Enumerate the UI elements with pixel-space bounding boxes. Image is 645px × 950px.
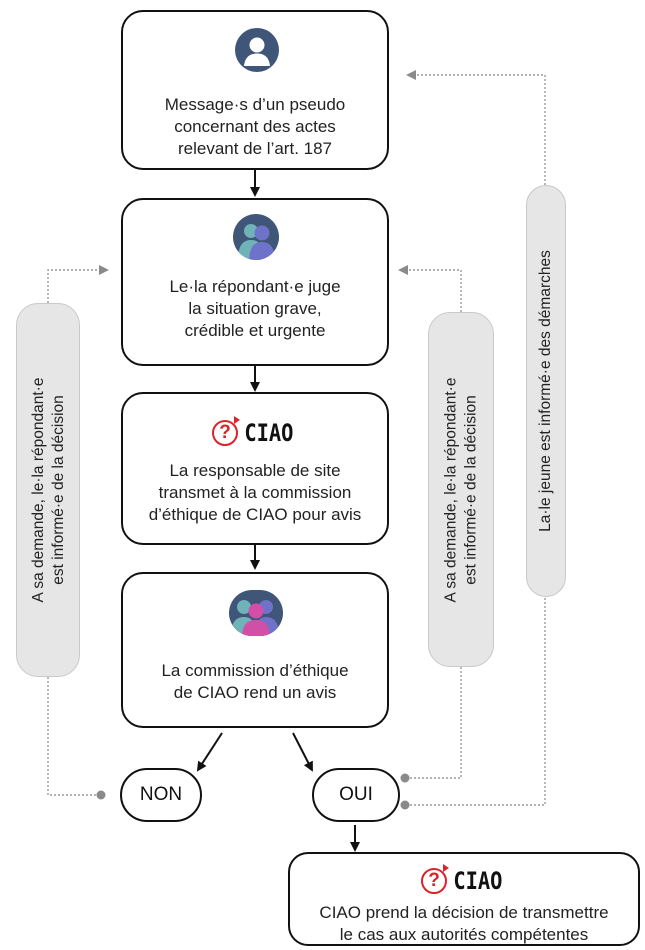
loop-left-lower bbox=[47, 677, 100, 796]
ciao-logo: ? CIAO bbox=[123, 416, 387, 448]
loop-right-lower bbox=[406, 597, 546, 806]
decision-oui: OUI bbox=[312, 768, 400, 822]
repondant-text: Le·la répondant·e juge la situation grav… bbox=[169, 277, 341, 340]
middle-note-pill bbox=[428, 312, 494, 667]
left-note-text: A sa demande, le·la répondant·e est info… bbox=[30, 377, 67, 603]
dot-oui-middle bbox=[400, 773, 410, 783]
question-mark-icon: ? bbox=[421, 864, 450, 894]
loop-middle-upper bbox=[398, 265, 462, 312]
person-avatar-icon bbox=[235, 28, 279, 72]
ciao-logo-final: ? CIAO bbox=[290, 864, 638, 896]
loop-left-upper bbox=[47, 265, 109, 303]
commission-avatar-icon bbox=[229, 590, 283, 636]
decision-non: NON bbox=[120, 768, 202, 822]
dot-non bbox=[96, 790, 106, 800]
message-text: Message·s d’un pseudo concernant des act… bbox=[164, 95, 346, 158]
responsable-text: La responsable de site transmet à la com… bbox=[148, 461, 362, 524]
right-note-text: La·le jeune est informé·e des démarches bbox=[537, 250, 554, 532]
loop-middle-lower bbox=[406, 667, 462, 779]
middle-note-text: A sa demande, le·la répondant·e est info… bbox=[442, 377, 480, 603]
arrow-commission-to-non bbox=[196, 732, 223, 772]
commission-box: La commission d’éthique de CIAO rend un … bbox=[121, 572, 389, 728]
message-box: Message·s d’un pseudo concernant des act… bbox=[121, 10, 389, 170]
repondant-box: Le·la répondant·e juge la situation grav… bbox=[121, 198, 389, 366]
commission-text: La commission d’éthique de CIAO rend un … bbox=[161, 661, 349, 702]
left-note-pill bbox=[16, 303, 80, 677]
arrow-commission-to-oui bbox=[292, 732, 313, 772]
dot-oui-right bbox=[400, 800, 410, 810]
loop-right-upper bbox=[406, 70, 546, 185]
right-note-pill bbox=[526, 185, 566, 597]
responsable-box: ? CIAO La responsable de site transmet à… bbox=[121, 392, 389, 545]
respondents-avatar-icon bbox=[233, 214, 279, 260]
question-mark-icon: ? bbox=[212, 416, 241, 446]
final-text: CIAO prend la décision de transmettre le… bbox=[319, 903, 609, 944]
final-box: ? CIAO CIAO prend la décision de transme… bbox=[288, 852, 640, 946]
